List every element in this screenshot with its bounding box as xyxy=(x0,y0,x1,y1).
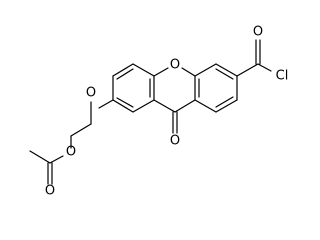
structure-canvas: O O O O O O Cl xyxy=(29,24,289,199)
bond-co-to-methyl xyxy=(29,150,51,164)
acetyl-oxygen-label: O xyxy=(45,184,55,199)
ester-oxygen-label: O xyxy=(66,145,76,160)
bond-left-inner-1 xyxy=(116,68,134,80)
bond-center-1 xyxy=(153,67,169,77)
acyl-oxygen-label: O xyxy=(253,25,263,40)
bond-acyl-cl xyxy=(257,63,272,72)
bond-center-4 xyxy=(174,99,196,113)
bond-right-inner-2 xyxy=(215,96,234,108)
bond-left-5 xyxy=(112,99,134,113)
bond-left-inner-3 xyxy=(116,97,134,108)
bond-right-inner-1 xyxy=(215,68,234,80)
bond-ester-o-to-co xyxy=(49,155,64,164)
bond-left-1 xyxy=(112,63,134,77)
chlorine-label: Cl xyxy=(276,69,289,84)
acid-chloride-group xyxy=(236,39,272,77)
bond-left-4 xyxy=(132,99,155,113)
xanthone-core xyxy=(112,63,238,113)
bond-ch2-ch2 xyxy=(70,123,92,137)
bond-center-3 xyxy=(153,99,176,113)
bond-right-1 xyxy=(194,63,217,77)
ring-oxygen-label: O xyxy=(170,58,180,73)
ketone-oxygen-label: O xyxy=(170,134,180,149)
ether-oxygen-label: O xyxy=(86,86,96,101)
acetoxyethoxy-chain xyxy=(29,99,114,185)
chemical-structure-diagram: O O O O O O Cl xyxy=(29,25,289,199)
bond-right-5 xyxy=(194,99,217,113)
bond-right-2 xyxy=(215,63,238,77)
bond-left-2 xyxy=(132,63,155,77)
bond-ring-to-ether-o xyxy=(98,99,114,109)
bond-right-4 xyxy=(215,99,238,113)
bond-center-2 xyxy=(181,67,196,77)
ketone-group xyxy=(172,111,178,134)
bond-acyl-to-ring xyxy=(236,63,259,77)
